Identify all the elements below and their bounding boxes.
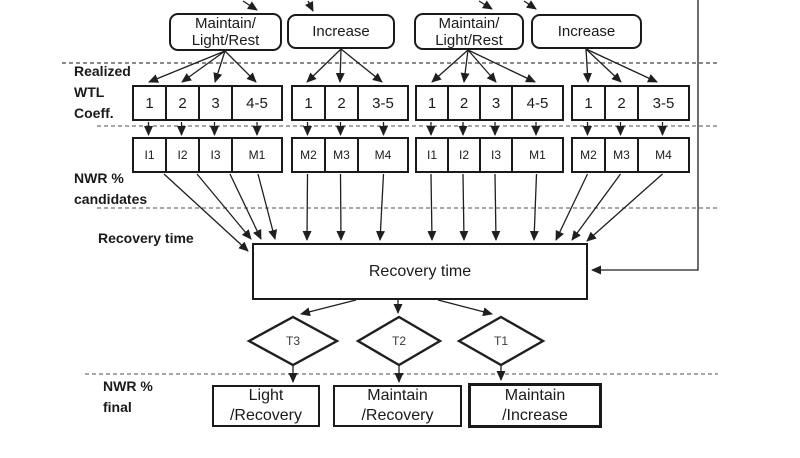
candidate-cell: M3: [324, 137, 359, 173]
strategy-to-wtl-arrows: [148, 48, 658, 83]
wtl-cell: 2: [165, 85, 200, 121]
wtl-group-4: 1 2 3-5: [571, 85, 690, 121]
wtl-cell: 1: [415, 85, 449, 121]
candidate-cell: M1: [511, 137, 564, 173]
candidate-cell: I2: [165, 137, 200, 173]
strategy-box-increase-1: Increase: [287, 14, 395, 49]
recovery-time-box: Recovery time: [252, 243, 588, 300]
strategy-box-increase-2: Increase: [531, 14, 642, 49]
candidate-cell: I3: [479, 137, 513, 173]
strategy-box-maintain-light-rest-2: Maintain/ Light/Rest: [414, 13, 524, 50]
label-recovery-time: Recovery time: [98, 230, 194, 246]
decision-label-t1: T1: [493, 334, 508, 348]
wtl-cell: 2: [447, 85, 481, 121]
decision-diamond-t3: [246, 315, 340, 367]
label-nwr-final: NWR % final: [103, 378, 153, 415]
strategy-box-maintain-light-rest-1: Maintain/ Light/Rest: [169, 13, 282, 51]
candidate-cell: M1: [231, 137, 283, 173]
wtl-cell: 3-5: [637, 85, 690, 121]
top-incoming-arrows: [242, 0, 537, 12]
right-elbow-connector: [591, 0, 699, 275]
final-box-maintain-increase: Maintain /Increase: [468, 383, 602, 428]
decision-diamonds: [246, 315, 546, 367]
candidate-cell: I2: [447, 137, 481, 173]
decision-diamond-t1: [456, 315, 546, 367]
candidate-cell: M4: [357, 137, 409, 173]
candidate-cell: I1: [132, 137, 167, 173]
decision-to-final-arrows: [288, 366, 506, 383]
wtl-cell: 1: [132, 85, 167, 121]
candidate-group-3: I1 I2 I3 M1: [415, 137, 564, 173]
wtl-group-2: 1 2 3-5: [291, 85, 409, 121]
candidate-to-recovery-arrows: [163, 173, 663, 252]
wtl-cell: 3: [479, 85, 513, 121]
flow-arrows: [144, 0, 699, 383]
wtl-cell: 4-5: [231, 85, 283, 121]
wtl-cell: 1: [571, 85, 606, 121]
label-nwr-candidates: NWR % candidates: [74, 170, 148, 207]
decision-diamond-t2: [355, 315, 443, 367]
candidate-group-1: I1 I2 I3 M1: [132, 137, 283, 173]
candidate-group-2: M2 M3 M4: [291, 137, 409, 173]
wtl-cell: 2: [324, 85, 359, 121]
wtl-cell: 2: [604, 85, 639, 121]
wtl-cell: 4-5: [511, 85, 564, 121]
final-box-light-recovery: Light /Recovery: [212, 385, 320, 427]
final-box-maintain-recovery: Maintain /Recovery: [333, 385, 462, 427]
decision-label-t3: T3: [285, 334, 300, 348]
recovery-to-decision-arrows: [300, 299, 493, 317]
wtl-group-3: 1 2 3 4-5: [415, 85, 564, 121]
candidate-cell: M4: [637, 137, 690, 173]
candidate-cell: I3: [198, 137, 233, 173]
wtl-to-candidate-arrows: [144, 122, 667, 136]
wtl-cell: 3-5: [357, 85, 409, 121]
candidate-group-4: M2 M3 M4: [571, 137, 690, 173]
candidate-cell: I1: [415, 137, 449, 173]
candidate-cell: M2: [291, 137, 326, 173]
candidate-cell: M2: [571, 137, 606, 173]
decision-label-t2: T2: [391, 334, 406, 348]
wtl-group-1: 1 2 3 4-5: [132, 85, 283, 121]
wtl-cell: 3: [198, 85, 233, 121]
candidate-cell: M3: [604, 137, 639, 173]
wtl-cell: 1: [291, 85, 326, 121]
label-realized-wtl-coeff: Realized WTL Coeff.: [74, 63, 131, 121]
